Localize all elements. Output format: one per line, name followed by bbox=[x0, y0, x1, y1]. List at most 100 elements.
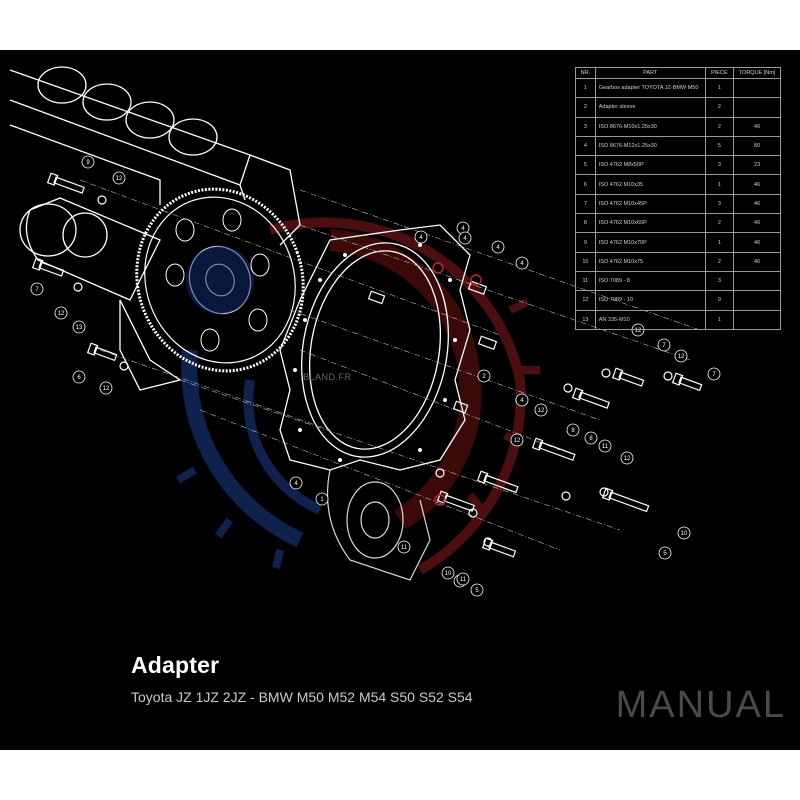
cell-torque: 23 bbox=[733, 155, 781, 176]
cell-nr: 7 bbox=[575, 193, 596, 215]
cell-part: ISO 4762 M10x70P bbox=[594, 232, 706, 253]
cell-torque: 80 bbox=[733, 135, 781, 157]
cell-torque: 46 bbox=[733, 174, 781, 195]
callout-12: 12 bbox=[620, 451, 634, 465]
cell-torque bbox=[733, 97, 781, 118]
exploded-view-diagram: 9127121361244444127127241212881112105411… bbox=[9, 66, 721, 597]
cell-torque bbox=[733, 309, 781, 330]
callout-number: 12 bbox=[624, 456, 631, 462]
callout-number: 6 bbox=[77, 375, 81, 381]
cell-nr: 3 bbox=[575, 116, 596, 137]
callout-circle bbox=[620, 451, 634, 465]
adapter-plate bbox=[279, 224, 471, 471]
callout-number: 10 bbox=[445, 571, 452, 577]
callout-7: 7 bbox=[707, 367, 721, 381]
callout-circle bbox=[515, 393, 529, 407]
cell-piece: 9 bbox=[704, 290, 735, 311]
callout-circle bbox=[456, 572, 470, 586]
callout-number: 12 bbox=[103, 386, 110, 392]
callout-12: 12 bbox=[99, 381, 113, 395]
callout-circle bbox=[534, 403, 548, 417]
callout-circle bbox=[397, 540, 411, 554]
bolt bbox=[481, 537, 517, 558]
callout-circle bbox=[677, 526, 691, 540]
callout-2: 2 bbox=[477, 369, 491, 383]
bolt bbox=[476, 470, 519, 494]
callout-circle bbox=[584, 431, 598, 445]
background-logo bbox=[175, 217, 540, 575]
bolt bbox=[671, 372, 703, 392]
callout-7: 7 bbox=[30, 282, 44, 296]
callout-number: 5 bbox=[663, 551, 667, 557]
header-nr: NR. bbox=[575, 67, 596, 79]
callout-circle bbox=[477, 369, 491, 383]
callout-11: 11 bbox=[598, 439, 612, 453]
callout-circle bbox=[289, 476, 303, 490]
callout-circle bbox=[707, 367, 721, 381]
cell-piece: 2 bbox=[704, 116, 735, 137]
callout-number: 7 bbox=[35, 287, 39, 293]
callout-number: 2 bbox=[482, 374, 486, 380]
cell-nr: 13 bbox=[575, 309, 596, 330]
cell-piece: 1 bbox=[704, 174, 735, 195]
cell-piece: 2 bbox=[704, 97, 735, 118]
cell-nr: 1 bbox=[575, 77, 596, 99]
callout-number: 1 bbox=[320, 497, 324, 503]
cell-nr: 8 bbox=[575, 213, 596, 234]
callout-number: 12 bbox=[514, 438, 521, 444]
callout-circle bbox=[458, 231, 472, 245]
callout-number: 11 bbox=[602, 444, 609, 450]
callout-4: 4 bbox=[414, 230, 428, 244]
callout-9: 9 bbox=[81, 155, 95, 169]
bolt bbox=[46, 172, 85, 194]
cell-torque bbox=[733, 290, 781, 311]
cell-nr: 2 bbox=[575, 97, 596, 118]
callout-number: 12 bbox=[116, 176, 123, 182]
callout-11: 11 bbox=[397, 540, 411, 554]
alignment-lines bbox=[79, 179, 701, 551]
callout-number: 4 bbox=[461, 226, 465, 232]
bolt bbox=[611, 367, 645, 387]
red-washers bbox=[432, 262, 482, 506]
cell-part: ISO 8676-M10x1.25x30 bbox=[594, 116, 706, 137]
cell-nr: 10 bbox=[575, 251, 596, 272]
callout-circle bbox=[441, 566, 455, 580]
callout-number: 5 bbox=[475, 588, 479, 594]
callout-number: 7 bbox=[662, 343, 666, 349]
callout-circle bbox=[470, 583, 484, 597]
header-piece: PIECE bbox=[704, 67, 735, 79]
cell-nr: 9 bbox=[575, 232, 596, 253]
callout-number: 9 bbox=[86, 160, 90, 166]
callout-number: 12 bbox=[678, 354, 685, 360]
callout-number: 8 bbox=[589, 436, 593, 442]
bolt bbox=[531, 437, 576, 461]
callout-number: 12 bbox=[635, 328, 642, 334]
cell-part: AN 335-M10 bbox=[594, 309, 706, 330]
callout-12: 12 bbox=[54, 306, 68, 320]
cell-piece: 3 bbox=[704, 270, 735, 292]
callout-number: 4 bbox=[463, 236, 467, 242]
cell-torque: 46 bbox=[733, 193, 781, 215]
cell-part: ISO 8676-M12x1.25x30 bbox=[594, 135, 706, 157]
cell-nr: 6 bbox=[575, 174, 596, 195]
callout-circle bbox=[99, 381, 113, 395]
cell-piece: 2 bbox=[704, 213, 735, 234]
callout-number: 4 bbox=[520, 398, 524, 404]
cell-torque: 46 bbox=[733, 232, 781, 253]
callout-number: 7 bbox=[712, 372, 716, 378]
cell-torque: 46 bbox=[733, 251, 781, 272]
cell-torque bbox=[733, 77, 781, 99]
